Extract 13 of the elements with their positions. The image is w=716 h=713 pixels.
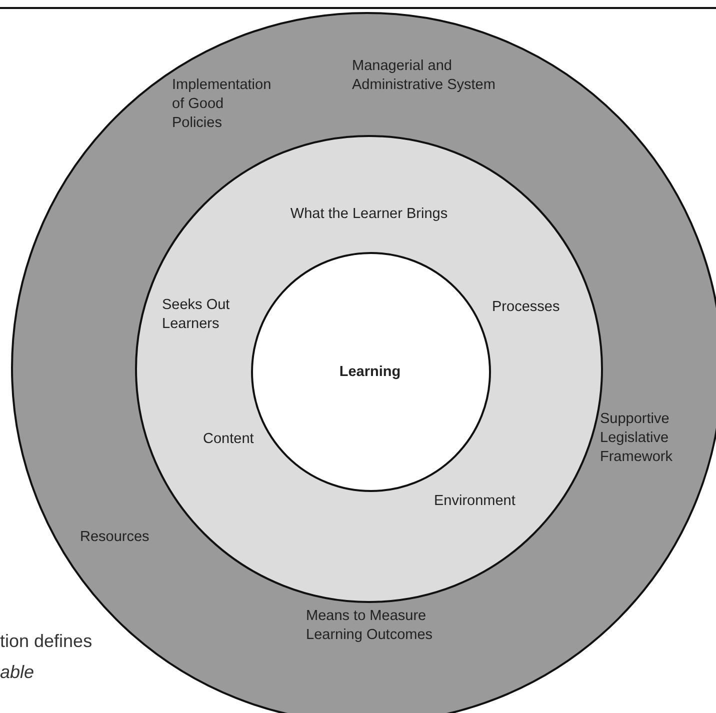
ring-label: Processes	[492, 298, 561, 317]
ring-label: Resources	[80, 528, 150, 547]
caption-fragment: tion defines	[0, 630, 92, 652]
ring-label: Managerial and Administrative System	[352, 57, 496, 95]
ring-label: Environment	[434, 492, 516, 511]
ring-label: Supportive Legislative Framework	[600, 410, 674, 467]
ring-label: What the Learner Brings	[289, 205, 449, 224]
ring-label: Content	[203, 430, 255, 449]
ring-label: Seeks Out Learners	[162, 296, 231, 334]
ring-label: Learning	[338, 363, 402, 382]
caption-fragment: able	[0, 661, 34, 683]
ring-label: Means to Measure Learning Outcomes	[306, 607, 434, 645]
ring-label: Implementation of Good Policies	[172, 76, 272, 133]
